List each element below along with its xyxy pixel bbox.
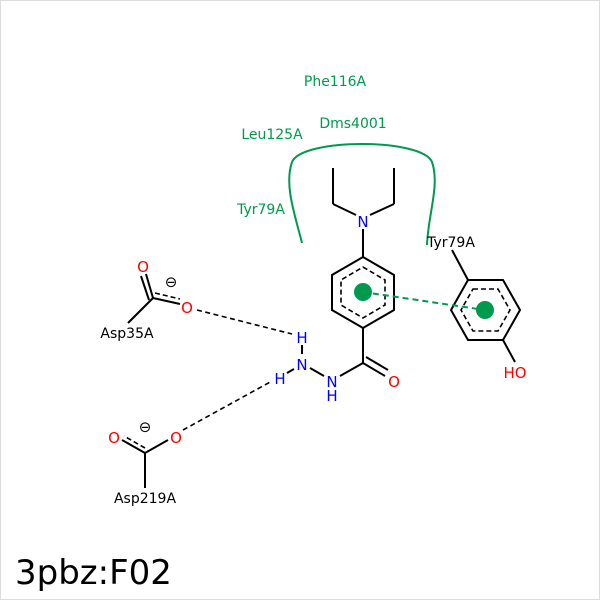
amide-hydrogen: H: [326, 387, 337, 405]
asp35-charge: ⊖: [165, 273, 178, 291]
ring-centroid-ligand: [354, 283, 372, 301]
hydrazine-hydrogen-left: H: [274, 370, 285, 388]
ring-centroid-tyr79: [476, 301, 494, 319]
asp35-oxygen-2: O: [181, 299, 193, 317]
hydrazine-nitrogen: N: [296, 356, 307, 374]
tyr-hydroxyl: HO: [503, 364, 526, 382]
diethylamino-group: [332, 168, 395, 257]
hydrazine-hydrogen-top: H: [296, 329, 307, 347]
asp219-oxygen-2: O: [170, 429, 182, 447]
amide-nitrogen: N: [326, 373, 337, 391]
residue-label-tyr79-hydrophobic: Tyr79A: [236, 202, 285, 218]
asp219-carboxylate: [121, 435, 169, 488]
residue-label-phe116: Phe116A: [304, 74, 367, 90]
residue-label-tyr79: Tyr79A: [426, 235, 475, 251]
diagram-title: 3pbz:F02: [15, 553, 172, 593]
tyr79-ring: [449, 249, 522, 363]
residue-label-asp35: Asp35A: [100, 326, 154, 342]
asp35-carboxylate: [127, 273, 181, 324]
asp35-oxygen-1: O: [137, 258, 149, 276]
asp219-charge: ⊖: [139, 418, 152, 436]
carbonyl-oxygen: O: [388, 373, 400, 391]
residue-label-asp219: Asp219A: [114, 491, 176, 507]
asp219-oxygen-1: O: [108, 429, 120, 447]
pi-stacking-line: [362, 291, 486, 311]
residue-label-leu125: Leu125A: [241, 127, 303, 143]
residue-label-dms4001: Dms4001: [319, 116, 386, 132]
ligand-benzene-ring: [286, 255, 395, 377]
amine-nitrogen: N: [357, 213, 368, 231]
hydrophobic-contact-arc: [288, 143, 436, 246]
